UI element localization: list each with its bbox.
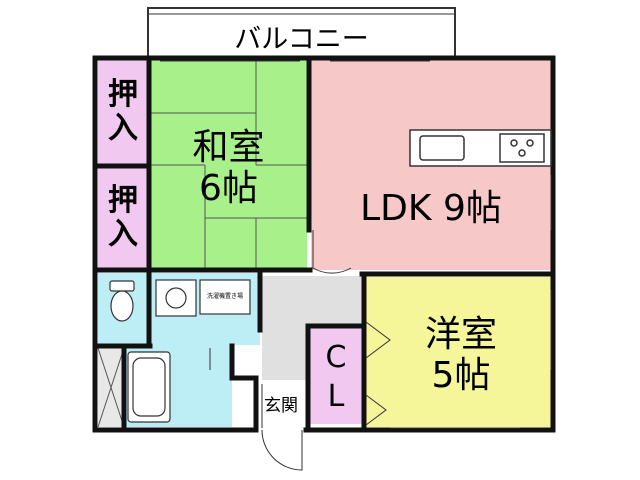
closet-lower-line1: 押 [108, 182, 138, 218]
closet-lower-fill [98, 168, 148, 268]
washbasin-fixture [155, 279, 197, 317]
ldk-label: LDK 9帖 [360, 188, 502, 229]
washer-label: 洗濯機置き場 [206, 292, 243, 300]
cl-line1: C [325, 340, 347, 375]
tatami-lines [150, 60, 307, 268]
bathtub-fixture [127, 351, 171, 423]
closet-upper-label: 押 入 [98, 60, 148, 164]
youshitsu-fill [365, 277, 551, 427]
washitsu-line2: 6帖 [199, 168, 258, 209]
genkan-fill [256, 382, 308, 427]
closet-lower-line2: 入 [108, 217, 138, 252]
youshitsu-line1: 洋室 [424, 313, 497, 355]
cl-fill [310, 328, 362, 424]
youshitsu-label: 洋室 5帖 [372, 300, 550, 410]
storage-hatch [97, 347, 125, 428]
washitsu-fill [150, 60, 307, 268]
toilet-fixture [109, 280, 135, 322]
closet-upper-line2: 入 [108, 111, 138, 146]
closet-upper-fill [98, 60, 148, 164]
washitsu-line1: 和室 [192, 126, 265, 168]
balcony-label: バルコニー [234, 23, 369, 55]
closet-upper-line1: 押 [108, 76, 138, 112]
youshitsu-line2: 5帖 [431, 355, 491, 396]
genkan-label: 玄関 [264, 395, 298, 416]
cl-line2: L [327, 379, 345, 414]
doors [261, 230, 391, 471]
windows [160, 60, 552, 429]
balcony-area [147, 7, 456, 61]
walls [92, 55, 556, 433]
closet-lower-label: 押 入 [98, 168, 148, 268]
kitchen-counter [409, 129, 552, 167]
washer-space [199, 279, 251, 315]
cl-label: C L [310, 330, 362, 424]
washitsu-label: 和室 6帖 [150, 118, 307, 218]
